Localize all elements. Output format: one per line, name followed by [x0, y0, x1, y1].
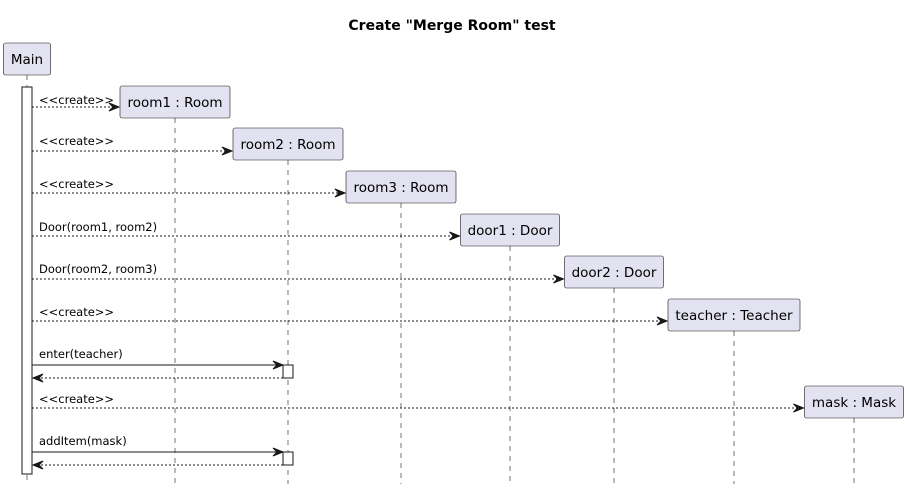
activation-main — [21, 86, 33, 475]
participant-label-room3: room3 : Room — [353, 180, 448, 196]
participant-label-main: Main — [11, 52, 43, 68]
participant-room3: room3 : Room — [345, 170, 457, 204]
arrowhead-2 — [221, 146, 234, 156]
message-4: Door(room1, room2) — [32, 220, 461, 241]
message-2: <<create>> — [32, 134, 234, 156]
participant-box-door2 — [564, 255, 664, 289]
participant-door2: door2 : Door — [564, 255, 664, 289]
message-6: <<create>> — [32, 305, 669, 326]
message-label-2: <<create>> — [39, 134, 114, 148]
message-label-7: enter(teacher) — [39, 347, 123, 361]
participant-box-room3 — [345, 170, 457, 204]
message-11 — [31, 460, 283, 470]
participant-label-teacher: teacher : Teacher — [675, 308, 793, 324]
main-activation-group — [21, 86, 33, 475]
activation-room2-2 — [282, 451, 294, 466]
participant-label-room1: room1 : Room — [127, 95, 222, 111]
arrowhead-4 — [449, 231, 461, 241]
arrowhead-1 — [108, 102, 121, 112]
participant-box-main — [3, 42, 51, 76]
message-1: <<create>> — [32, 93, 121, 112]
participants: Main room1 : Room room2 : Room room3 : Room… — [3, 42, 904, 419]
participant-door1: door1 : Door — [460, 213, 560, 247]
message-label-10: addItem(mask) — [39, 434, 127, 448]
message-7: enter(teacher) — [32, 347, 285, 370]
arrowhead-9 — [793, 403, 805, 413]
message-8 — [31, 373, 283, 383]
participant-label-door1: door1 : Door — [468, 223, 553, 239]
message-label-9: <<create>> — [39, 392, 114, 406]
message-label-5: Door(room2, room3) — [39, 262, 157, 276]
arrowhead-3 — [334, 188, 347, 198]
participant-label-mask: mask : Mask — [812, 395, 896, 411]
message-label-1: <<create>> — [39, 93, 114, 107]
participant-teacher: teacher : Teacher — [667, 298, 801, 332]
participant-room2: room2 : Room — [232, 127, 344, 161]
message-5: Door(room2, room3) — [32, 262, 565, 284]
participant-box-room2 — [232, 127, 344, 161]
arrowhead-7 — [272, 360, 285, 370]
message-3: <<create>> — [32, 177, 347, 198]
message-label-6: <<create>> — [39, 305, 114, 319]
message-label-3: <<create>> — [39, 177, 114, 191]
messages: <<create>> <<create>> <<create>> Door(room1… — [31, 93, 805, 470]
message-label-4: Door(room1, room2) — [39, 220, 157, 234]
arrowhead-5 — [553, 274, 565, 284]
participant-box-mask — [804, 385, 904, 419]
arrowhead-11 — [31, 460, 44, 470]
participant-box-door1 — [460, 213, 560, 247]
arrowhead-10 — [272, 447, 285, 457]
participant-label-door2: door2 : Door — [572, 265, 657, 281]
activation-bars — [282, 364, 294, 466]
participant-label-room2: room2 : Room — [240, 137, 335, 153]
participant-mask: mask : Mask — [804, 385, 904, 419]
participant-room1: room1 : Room — [119, 85, 231, 119]
activation-room2-1 — [282, 364, 294, 379]
message-9: <<create>> — [32, 392, 805, 413]
participant-box-teacher — [667, 298, 801, 332]
arrowhead-8 — [31, 373, 44, 383]
diagram-title: Create "Merge Room" test — [348, 18, 555, 34]
participant-main: Main — [3, 42, 51, 76]
arrowhead-6 — [656, 316, 669, 326]
participant-box-room1 — [119, 85, 231, 119]
message-10: addItem(mask) — [32, 434, 285, 457]
